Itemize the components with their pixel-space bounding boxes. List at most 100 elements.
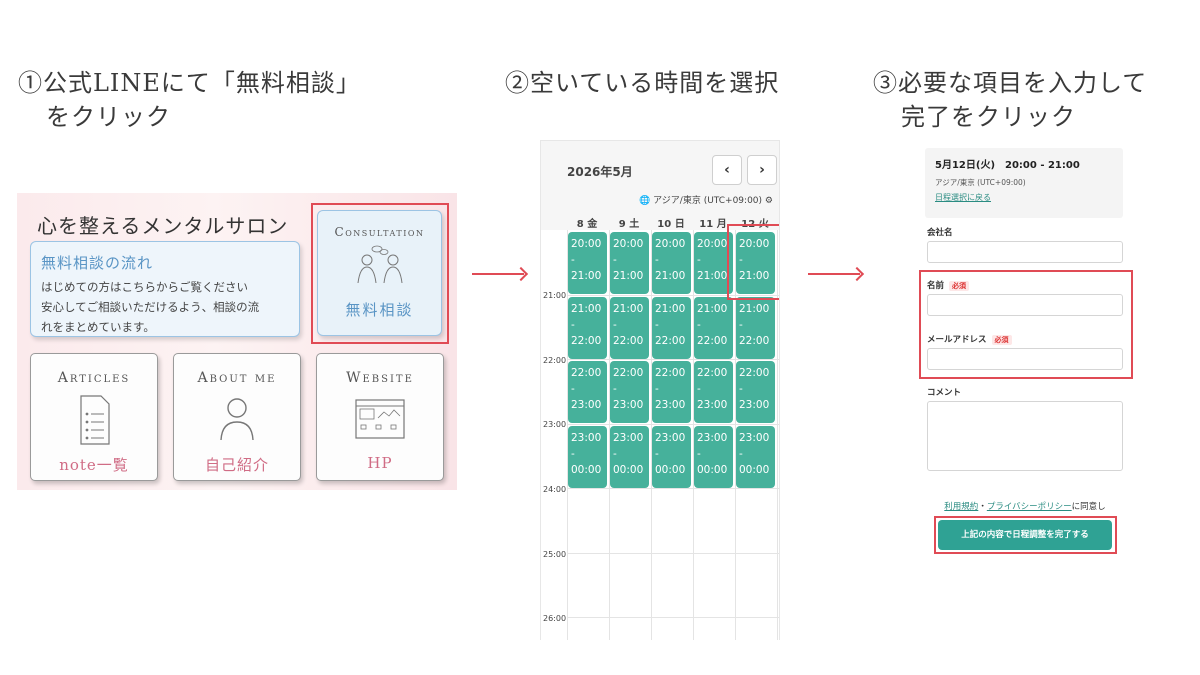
grid-line [567,230,568,640]
time-slot[interactable]: 22:00 -23:00 [652,361,691,423]
time-label: 21:00 [543,291,567,300]
card-label: note一覧 [59,456,129,474]
agreement-text: 利用規約・プライバシーポリシーに同意し [905,500,1145,512]
slot-start: 21:00 - [655,302,686,331]
time-slot[interactable]: 20:00 - 21:00 [568,232,607,294]
slot-start: 22:00 - [655,367,686,395]
globe-icon: 🌐 [639,196,651,206]
browser-window-icon [355,399,405,439]
slot-start: 20:00 - [571,238,602,266]
time-label: 24:00 [543,485,567,494]
slot-end: 23:00 [571,399,602,411]
slot-end: 22:00 [655,334,686,347]
time-slot[interactable]: 21:00 - 22:00 [568,296,607,359]
company-label: 会社名 [927,228,953,238]
highlight-box [919,270,1133,379]
grid-line [567,617,779,618]
day-header: 11 月 [699,219,727,230]
website-card[interactable]: Website HP [316,353,444,481]
name-label: 名前必須 [927,279,970,291]
time-slot[interactable]: 21:00 -22:00 [736,296,775,359]
highlight-box [934,516,1117,554]
slot-start: 22:00 - [571,367,602,395]
time-slot[interactable]: 21:00 - 22:00 [652,296,691,359]
step-1-line-1: ①公式LINEにて「無料相談」 [18,69,361,97]
slot-start: 23:00 - [571,431,602,460]
back-to-schedule-link[interactable]: 日程選択に戻る [935,193,991,202]
slot-start: 23:00 - [697,431,728,460]
slot-end: 21:00 [655,270,686,282]
slot-start: 21:00 - [739,302,770,331]
terms-link[interactable]: 利用規約 [944,502,979,512]
next-week-button[interactable]: › [747,155,777,185]
timezone-selector[interactable]: 🌐 アジア/東京 (UTC+09:00) ⚙ [639,193,773,206]
prev-week-button[interactable]: ‹ [712,155,742,185]
step-1-line-2: をクリック [46,103,171,131]
day-header: 9 土 [618,219,640,230]
step-3-line-1: ③必要な項目を入力して [873,69,1148,97]
slot-end: 21:00 [571,270,602,282]
arrow-right-icon [472,273,524,275]
grid-line [693,230,694,640]
slot-end: 22:00 [697,334,728,347]
name-field[interactable] [927,294,1123,316]
highlight-box [311,203,449,344]
time-slot[interactable]: 23:00 -00:00 [652,425,691,488]
time-slot[interactable]: 23:00 - 00:00 [736,425,775,488]
slot-start: 20:00 - [739,238,770,266]
time-slot[interactable]: 23:00 -00:00 [568,425,607,488]
time-slot[interactable]: 20:00 -21:00 [694,232,733,294]
grid-line [567,552,779,554]
salon-title: 心を整えるメンタルサロン [37,214,289,238]
slot-start: 23:00 - [739,431,770,460]
time-slot[interactable]: 21:00 -22:00 [694,296,733,359]
submit-button[interactable]: 上記の内容で日程調整を完了する [938,520,1112,550]
slot-start: 22:00 - [613,367,644,395]
flow-text-line: れをまとめています。 [41,320,155,334]
comment-textarea[interactable] [927,401,1123,471]
slot-start: 21:00 - [613,302,644,331]
document-list-icon [80,395,110,445]
time-slot[interactable]: 22:00 -23:00 [736,361,775,423]
email-field[interactable] [927,348,1123,370]
flow-description: はじめての方はこちらからご覧ください 安心してご相談いただけるよう、相談の流 れ… [41,277,289,337]
time-slot[interactable]: 20:00 - 21:00 [736,232,775,294]
name-label-text: 名前 [927,281,945,291]
step-2-title: ②空いている時間を選択 [505,66,779,100]
consultation-people-icon [357,245,402,284]
consultation-flow-button[interactable]: 無料相談の流れ はじめての方はこちらからご覧ください 安心してご相談いただけるよ… [30,241,300,337]
card-label: HP [367,454,393,472]
step-3-line-2: 完了をクリック [901,103,1076,131]
slot-end: 23:00 [697,399,728,411]
company-field[interactable] [927,241,1123,263]
time-slot[interactable]: 20:00 -21:00 [652,232,691,294]
free-consultation-button[interactable]: Consultation 無料相談 [317,210,442,336]
grid-line [651,230,652,640]
card-heading: Website [346,370,414,386]
slot-end: 23:00 [739,399,770,411]
slot-end: 21:00 [739,270,770,282]
about-me-card[interactable]: About me 自己紹介 [173,353,301,481]
slot-end: 00:00 [739,463,770,476]
time-slot[interactable]: 22:00 -23:00 [694,361,733,423]
time-label: 22:00 [543,356,567,365]
booking-form: 5月12日(火) 20:00 - 21:00 アジア/東京 (UTC+09:00… [905,140,1145,560]
timezone-label: アジア/東京 (UTC+09:00) [653,196,763,206]
time-slot[interactable]: 23:00 -00:00 [610,425,649,488]
slot-start: 21:00 - [571,302,602,331]
calendar-header: 2026年5月 ‹ › 🌐 アジア/東京 (UTC+09:00) ⚙ 8 金 9… [541,140,779,230]
gear-icon[interactable]: ⚙ [764,196,773,206]
day-header: 8 金 [576,219,598,230]
grid-line [735,230,736,640]
time-slot[interactable]: 22:00 -23:00 [610,361,649,423]
email-label: メールアドレス必須 [927,333,1012,345]
consultation-heading: Consultation [334,225,425,239]
time-slot[interactable]: 20:00 -21:00 [610,232,649,294]
time-slot[interactable]: 23:00 -00:00 [694,425,733,488]
articles-card[interactable]: Articles note一覧 [30,353,158,481]
privacy-policy-link[interactable]: プライバシーポリシー [986,502,1072,512]
time-slot[interactable]: 22:00 - 23:00 [568,361,607,423]
time-slot[interactable]: 21:00 -22:00 [610,296,649,359]
time-label: 25:00 [543,550,567,559]
slot-end: 22:00 [571,334,602,347]
